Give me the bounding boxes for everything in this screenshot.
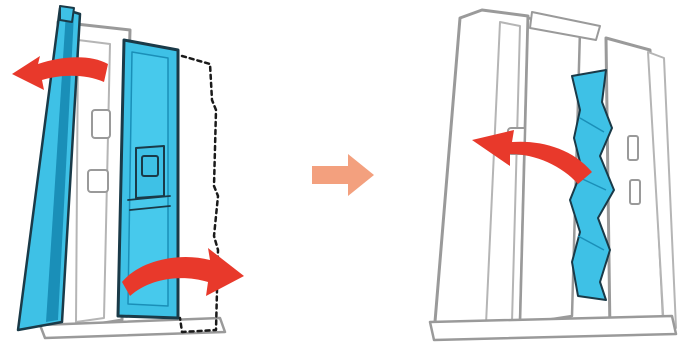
left-cover-tab — [60, 6, 74, 22]
step1-latch-lower — [88, 170, 108, 192]
next-step-arrow-shape — [312, 154, 374, 196]
next-step-arrow-icon — [312, 154, 374, 196]
right-cover-clip — [142, 156, 158, 176]
step2-roller-upper — [628, 136, 638, 160]
step2-printer-unit — [430, 10, 676, 340]
step2-roller-lower — [630, 180, 640, 204]
step1-latch-upper — [92, 110, 110, 138]
